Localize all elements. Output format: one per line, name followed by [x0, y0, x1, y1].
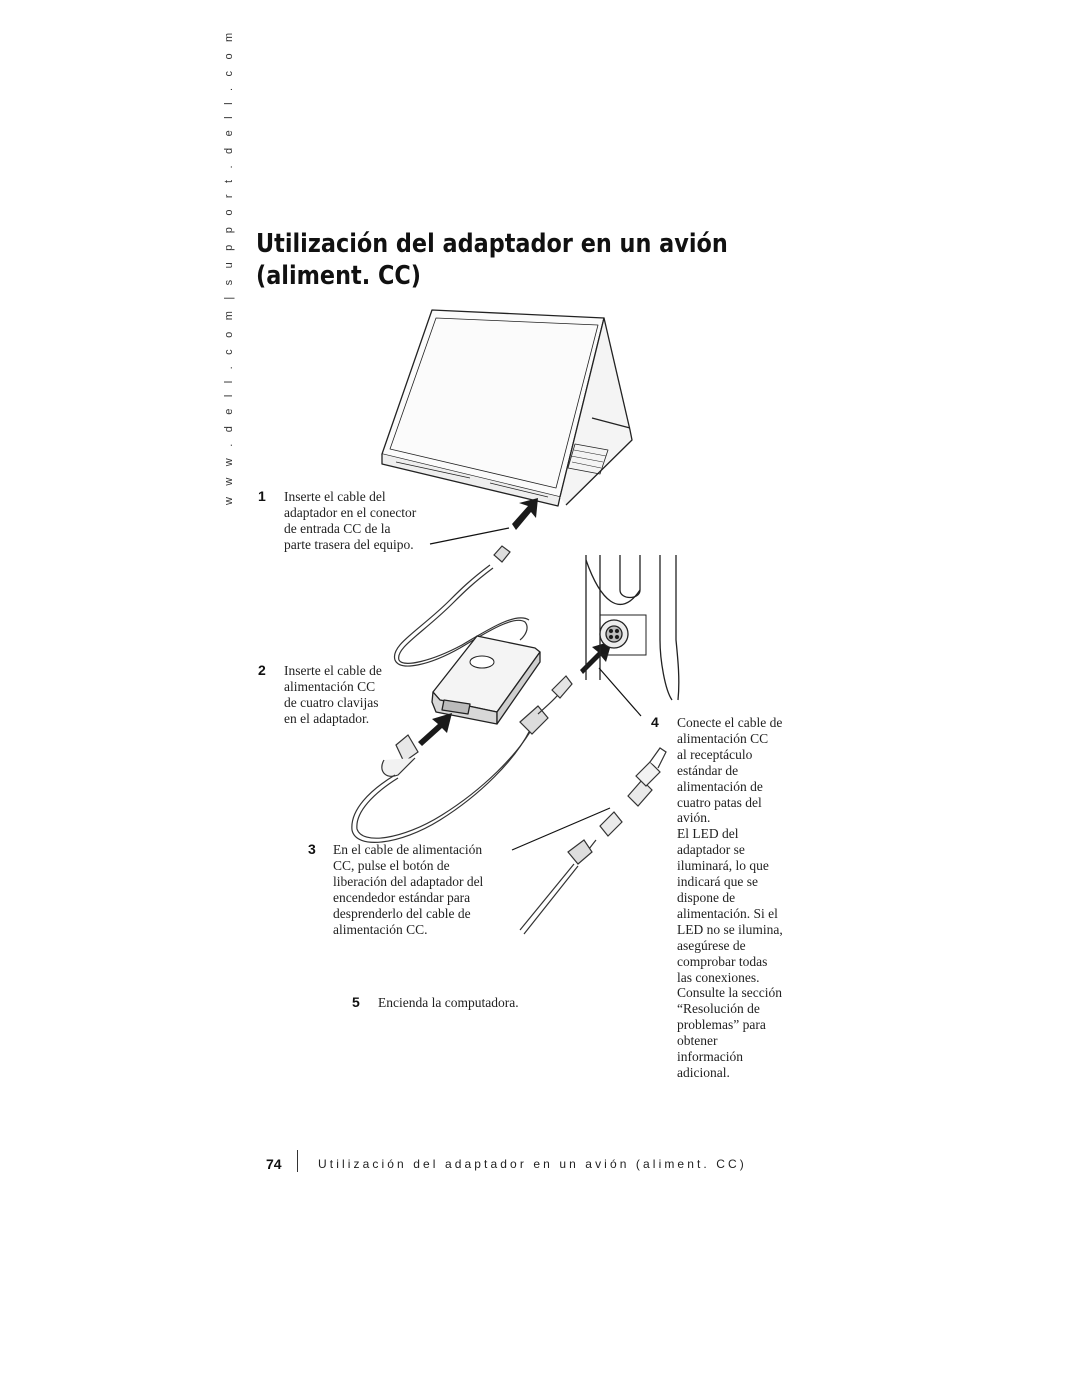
step-4-number: 4: [651, 714, 659, 730]
step-3-text: En el cable de alimentación CC, pulse el…: [333, 842, 484, 937]
footer-divider: [297, 1150, 298, 1172]
step-2-text: Inserte el cable de alimentación CC de c…: [284, 663, 382, 726]
step-5-number: 5: [352, 994, 360, 1010]
step-1-text: Inserte el cable del adaptador en el con…: [284, 489, 417, 552]
page-title-line-2: (aliment. CC): [256, 261, 422, 291]
step-3-number: 3: [308, 841, 316, 857]
adapter-cable: [393, 545, 530, 667]
page-title: Utilización del adaptador en un avión (a…: [256, 228, 728, 292]
laptop-illustration: [381, 309, 633, 507]
step-2-number: 2: [258, 662, 266, 678]
step-4-text: Conecte el cable de alimentación CC al r…: [677, 715, 783, 1080]
power-adapter: [431, 635, 541, 725]
page-number: 74: [266, 1156, 282, 1172]
arrow-to-receptacle-icon: [580, 641, 612, 674]
arrow-to-laptop-icon: [512, 498, 538, 530]
step-1-number: 1: [258, 488, 266, 504]
lighter-adapter: [519, 747, 667, 935]
arrow-to-adapter-icon: [418, 713, 452, 746]
running-footer-title: Utilización del adaptador en un avión (a…: [318, 1157, 747, 1171]
page-title-line-1: Utilización del adaptador en un avión: [256, 229, 728, 259]
dc-power-cable: [351, 675, 573, 843]
step-5-text: Encienda la computadora.: [378, 995, 519, 1010]
airplane-seat-receptacle: [585, 555, 680, 701]
